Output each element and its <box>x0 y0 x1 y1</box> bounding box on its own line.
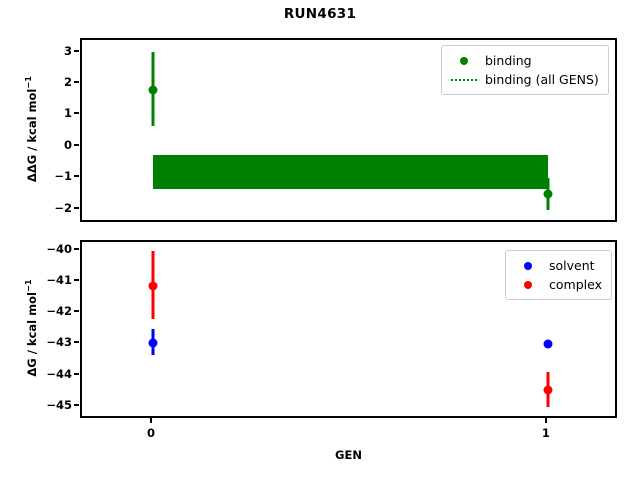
y-tick-label: −45 <box>46 397 72 412</box>
y-tick-label: −40 <box>46 241 72 256</box>
y-tick-label: −41 <box>46 272 72 287</box>
data-point <box>543 189 553 199</box>
figure-title: RUN4631 <box>283 6 357 22</box>
y-tick-mark <box>74 112 79 115</box>
y-tick-label: 0 <box>63 137 72 152</box>
legend-bottom-entry[interactable]: complex <box>513 275 602 294</box>
x-tick-mark <box>150 418 153 423</box>
circle-marker-icon <box>524 280 532 289</box>
legend-key-marker <box>513 280 543 289</box>
circle-marker-icon <box>460 56 468 65</box>
circle-marker-icon <box>524 261 532 270</box>
legend-label: binding (all GENS) <box>485 72 599 87</box>
y-tick-label: −44 <box>46 366 72 381</box>
y-tick-mark <box>74 143 79 146</box>
y-tick-mark <box>74 49 79 52</box>
legend-top-entry[interactable]: binding <box>449 51 599 70</box>
data-point <box>543 339 553 349</box>
x-tick-label: 0 <box>147 426 156 440</box>
y-tick-mark <box>74 278 79 281</box>
y-tick-mark <box>74 247 79 250</box>
legend-key-marker <box>513 261 543 270</box>
y-tick-mark <box>74 81 79 84</box>
y-tick-label: −2 <box>54 200 72 215</box>
legend-label: complex <box>549 277 602 292</box>
y-tick-label: −42 <box>46 304 72 319</box>
data-point <box>148 338 158 348</box>
y-tick-label: −43 <box>46 335 72 350</box>
legend-bottom: solvent complex <box>505 250 612 300</box>
legend-top-entry[interactable]: binding (all GENS) <box>449 70 599 89</box>
data-point <box>543 385 553 395</box>
legend-label: binding <box>485 53 532 68</box>
data-point <box>148 85 158 95</box>
data-point <box>148 281 158 291</box>
y-tick-label: 1 <box>63 106 72 121</box>
x-tick-mark <box>544 418 547 423</box>
y-tick-label: −1 <box>54 169 72 184</box>
legend-label: solvent <box>549 258 595 273</box>
x-axis-label: GEN <box>335 448 362 462</box>
legend-key-line <box>449 78 479 81</box>
y-tick-label: 3 <box>63 43 72 58</box>
legend-bottom-entry[interactable]: solvent <box>513 256 602 275</box>
legend-top: binding binding (all GENS) <box>441 45 609 95</box>
y-axis-ticks-bottom: −40 −41 −42 −43 −44 −45 <box>0 240 79 418</box>
y-tick-mark <box>74 206 79 209</box>
legend-key-marker <box>449 56 479 65</box>
x-tick-label: 1 <box>541 426 550 440</box>
y-tick-mark <box>74 372 79 375</box>
y-tick-mark <box>74 403 79 406</box>
y-tick-label: 2 <box>63 75 72 90</box>
y-tick-mark <box>74 175 79 178</box>
y-tick-mark <box>74 341 79 344</box>
y-axis-ticks-top: 3 2 1 0 −1 −2 <box>0 38 79 222</box>
y-tick-mark <box>74 310 79 313</box>
dotted-line-swatch-icon <box>451 78 477 81</box>
all-gens-band <box>153 154 548 190</box>
